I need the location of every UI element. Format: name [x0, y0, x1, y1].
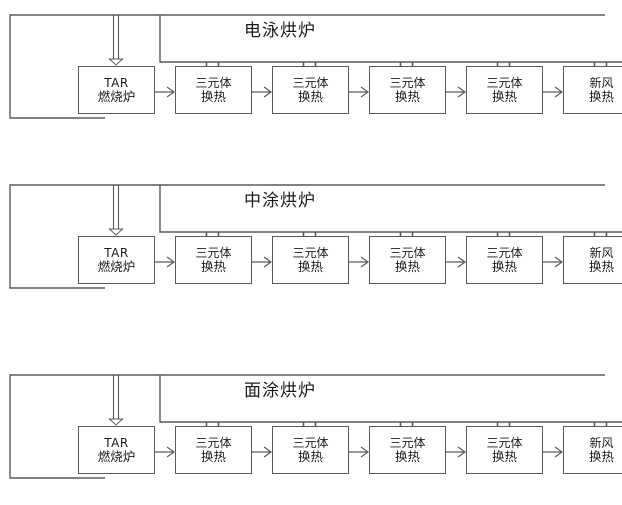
section-title: 面涂烘炉 — [244, 381, 316, 401]
process-box-line1: 三元体 — [389, 75, 426, 90]
section-linework — [9, 14, 622, 119]
flow-connector-arrowhead — [554, 446, 564, 458]
process-box-line2: 换热 — [491, 258, 517, 274]
process-box-line2: 换热 — [588, 88, 614, 104]
process-box-line2: 换热 — [394, 88, 420, 104]
section-linework — [9, 184, 622, 289]
section-title: 电泳烘炉 — [244, 21, 316, 41]
flow-connector-arrowhead — [360, 256, 370, 268]
process-box-line1: 三元体 — [389, 435, 426, 450]
process-box-line1: 新风 — [589, 435, 614, 450]
process-box-fresh-air-hx[interactable]: 新风换热 — [563, 426, 622, 474]
section-title: 中涂烘炉 — [244, 191, 316, 211]
process-box-ternary-hx-3[interactable]: 三元体换热 — [369, 236, 446, 284]
flow-connector-arrowhead — [554, 256, 564, 268]
process-box-line1: 三元体 — [195, 435, 232, 450]
process-box-line2: 换热 — [297, 258, 323, 274]
flow-connector-arrowhead — [263, 256, 273, 268]
process-box-ternary-hx-1[interactable]: 三元体换热 — [175, 236, 252, 284]
process-box-line1: TAR — [104, 435, 129, 450]
process-box-line1: 三元体 — [195, 75, 232, 90]
exhaust-duct-line — [159, 15, 622, 63]
supply-shaft-arrowhead — [108, 228, 124, 236]
process-box-line1: 三元体 — [195, 245, 232, 260]
process-box-line2: 换热 — [200, 88, 226, 104]
process-box-line2: 燃烧炉 — [97, 448, 136, 464]
process-box-ternary-hx-1[interactable]: 三元体换热 — [175, 66, 252, 114]
process-box-line2: 换热 — [297, 88, 323, 104]
oven-chamber-outline — [9, 374, 605, 479]
flow-connector-arrowhead — [360, 86, 370, 98]
process-box-line1: 三元体 — [486, 245, 523, 260]
flow-connector-arrowhead — [166, 86, 176, 98]
oven-chamber-outline — [9, 184, 605, 289]
process-box-ternary-hx-2[interactable]: 三元体换热 — [272, 66, 349, 114]
process-box-line2: 换热 — [394, 258, 420, 274]
flow-connector-arrowhead — [457, 256, 467, 268]
flow-connector-arrowhead — [263, 446, 273, 458]
process-box-line2: 换热 — [491, 88, 517, 104]
flow-connector-arrowhead — [554, 86, 564, 98]
process-box-line1: 三元体 — [486, 435, 523, 450]
supply-shaft-arrowhead — [108, 418, 124, 426]
exhaust-duct-line — [159, 375, 622, 423]
process-box-line2: 换热 — [394, 448, 420, 464]
oven-chamber-outline — [9, 14, 605, 119]
flow-connector-arrowhead — [457, 446, 467, 458]
flow-connector-arrowhead — [166, 446, 176, 458]
process-box-line2: 燃烧炉 — [97, 258, 136, 274]
process-box-ternary-hx-4[interactable]: 三元体换热 — [466, 426, 543, 474]
process-box-line2: 换热 — [491, 448, 517, 464]
process-box-line1: 三元体 — [292, 245, 329, 260]
process-box-line1: TAR — [104, 75, 129, 90]
process-box-line2: 换热 — [200, 258, 226, 274]
process-box-ternary-hx-4[interactable]: 三元体换热 — [466, 236, 543, 284]
process-box-ternary-hx-2[interactable]: 三元体换热 — [272, 236, 349, 284]
process-box-ternary-hx-3[interactable]: 三元体换热 — [369, 426, 446, 474]
flow-connector-arrowhead — [360, 446, 370, 458]
exhaust-duct-line — [159, 185, 622, 233]
process-box-ternary-hx-2[interactable]: 三元体换热 — [272, 426, 349, 474]
process-box-line2: 换热 — [200, 448, 226, 464]
process-box-ternary-hx-4[interactable]: 三元体换热 — [466, 66, 543, 114]
process-box-line1: 新风 — [589, 75, 614, 90]
process-box-fresh-air-hx[interactable]: 新风换热 — [563, 66, 622, 114]
process-box-line2: 换热 — [297, 448, 323, 464]
process-box-line2: 燃烧炉 — [97, 88, 136, 104]
process-box-line1: TAR — [104, 245, 129, 260]
flow-connector-arrowhead — [263, 86, 273, 98]
process-box-fresh-air-hx[interactable]: 新风换热 — [563, 236, 622, 284]
process-box-line2: 换热 — [588, 258, 614, 274]
process-box-line1: 三元体 — [389, 245, 426, 260]
process-box-line1: 新风 — [589, 245, 614, 260]
process-box-line1: 三元体 — [486, 75, 523, 90]
process-box-line1: 三元体 — [292, 435, 329, 450]
process-box-line1: 三元体 — [292, 75, 329, 90]
section-linework — [9, 374, 622, 479]
process-box-ternary-hx-3[interactable]: 三元体换热 — [369, 66, 446, 114]
process-box-line2: 换热 — [588, 448, 614, 464]
flow-connector-arrowhead — [166, 256, 176, 268]
supply-shaft-arrowhead — [108, 58, 124, 66]
flow-connector-arrowhead — [457, 86, 467, 98]
process-box-ternary-hx-1[interactable]: 三元体换热 — [175, 426, 252, 474]
